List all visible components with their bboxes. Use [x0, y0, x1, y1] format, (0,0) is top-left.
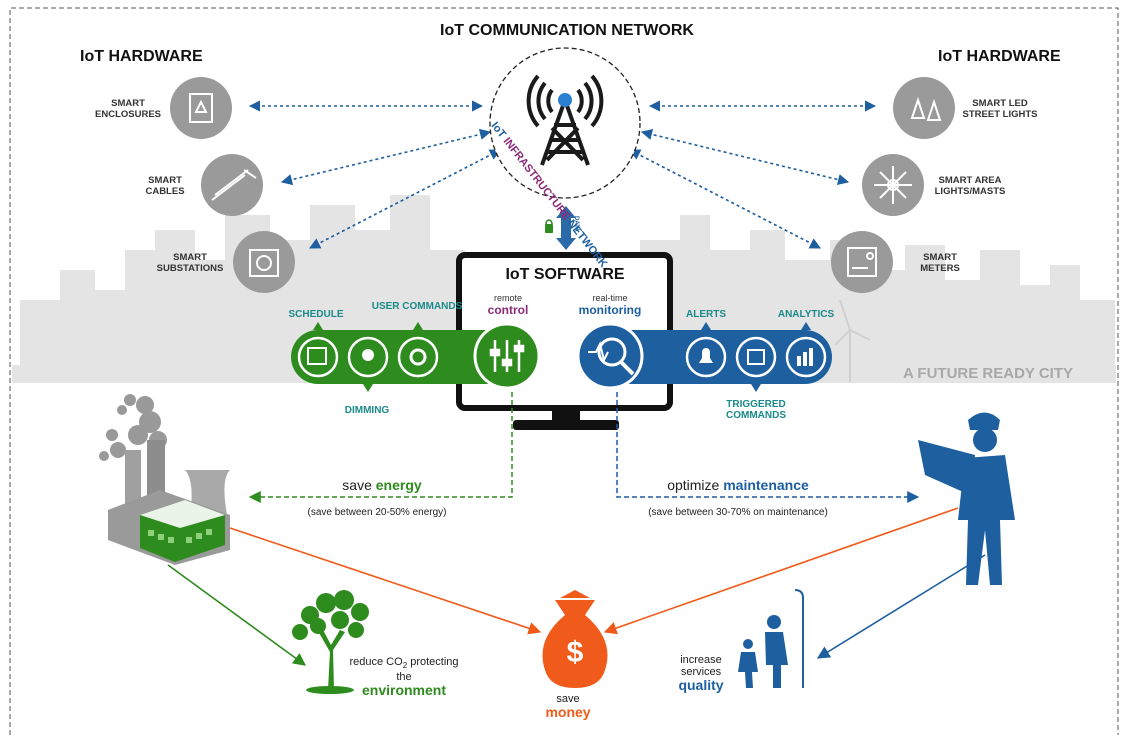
meter-icon: [831, 231, 893, 293]
maintenance-label: optimize maintenance: [667, 477, 809, 493]
alerts-label: ALERTS: [686, 309, 726, 320]
dollar-sign-icon: $: [566, 636, 584, 669]
enclosure-icon: [170, 77, 232, 139]
link-cables: [280, 128, 492, 186]
remote-control-pill: [290, 322, 541, 392]
energy-label: save energy: [342, 477, 422, 493]
hardware-right-heading: IoT HARDWARE: [938, 48, 1061, 65]
worker-icon: [918, 412, 1015, 585]
triggered-commands-icon: [735, 336, 777, 378]
maintenance-dash-arrow: [616, 392, 920, 503]
software-title: IoT SOFTWARE: [505, 266, 625, 283]
monitoring-pill: [576, 322, 832, 392]
worker-to-money-arrow: [603, 507, 959, 635]
link-area-lights: [640, 128, 850, 186]
data-link-label: DATA: [573, 216, 579, 232]
tree-icon: [292, 590, 369, 694]
diagram-title: IoT COMMUNICATION NETWORK: [440, 22, 694, 39]
remote-small-label: remote: [493, 293, 523, 303]
hardware-left-heading: IoT HARDWARE: [80, 48, 203, 65]
factory-to-environment-arrow: [167, 564, 307, 666]
energy-note: (save between 20-50% energy): [307, 507, 447, 518]
maintenance-note: (save between 30-70% on maintenance): [648, 507, 828, 518]
hardware-links: [248, 100, 877, 249]
schedule-label: SCHEDULE: [288, 309, 344, 320]
wind-turbine-icon: [834, 299, 871, 382]
city-label: A FUTURE READY CITY: [902, 365, 1074, 382]
user-commands-label: USER COMMANDS: [371, 301, 463, 312]
user-commands-icon: [397, 336, 439, 378]
analytics-label: ANALYTICS: [777, 309, 835, 320]
monitor-big-label: monitoring: [578, 303, 642, 317]
substation-icon: [233, 231, 295, 293]
factory-icon: [99, 394, 230, 565]
data-link-arrow: [545, 206, 576, 250]
factory-to-money-arrow: [229, 527, 542, 635]
monitor-small-label: real-time: [592, 293, 628, 303]
worker-to-quality-arrow: [816, 554, 986, 659]
schedule-icon: [297, 336, 339, 378]
tower-icon: [526, 74, 604, 166]
remote-big-label: control: [487, 303, 529, 317]
link-meters: [629, 149, 821, 249]
energy-dash-arrow: [248, 392, 513, 503]
frame-border: [9, 7, 1119, 735]
family-icon: [738, 615, 788, 688]
street-light-icon: [893, 77, 955, 139]
dimming-label: DIMMING: [344, 405, 390, 416]
money-bag-icon: [542, 590, 608, 688]
street-lamp-icon: [794, 589, 804, 688]
